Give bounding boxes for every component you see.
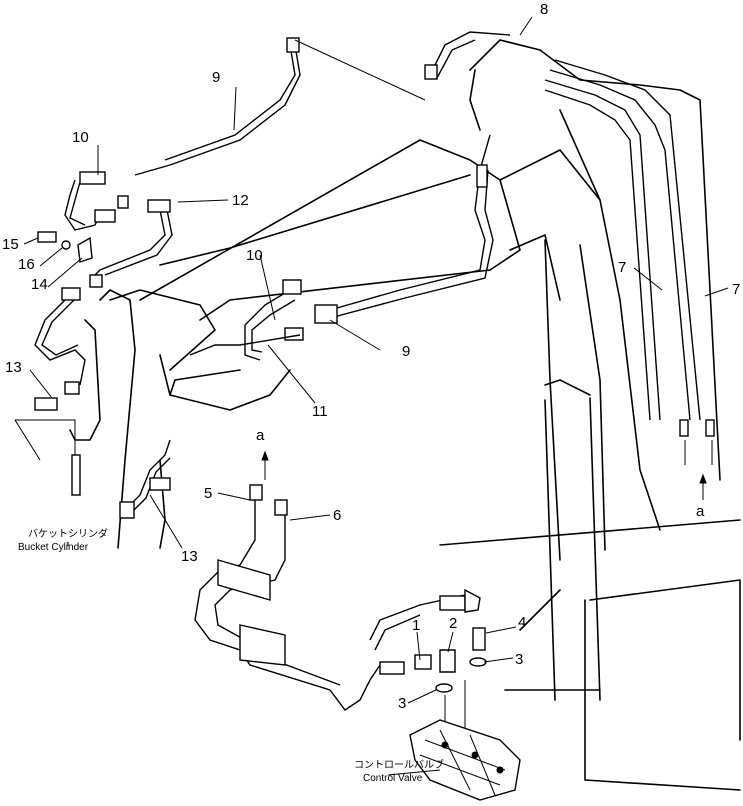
marker-a-top: a (256, 427, 265, 444)
captions: バケットシリンダ Bucket Cylinder コントロールバルブ Contr… (18, 527, 444, 784)
control-valve-caption-jp: コントロールバルブ (354, 758, 444, 771)
callout-3: 3 (398, 695, 406, 712)
machine-structure (69, 39, 741, 791)
callout-numbers: 1 2 3 3 4 5 6 7 7 8 9 9 10 10 11 12 13 1… (2, 1, 740, 712)
callout-13: 13 (181, 548, 198, 565)
bucket-cylinder-caption-en: Bucket Cylinder (18, 542, 89, 553)
callout-11: 11 (312, 403, 328, 420)
callout-10: 10 (246, 247, 263, 264)
callout-1: 1 (412, 617, 420, 634)
callout-7: 7 (732, 281, 740, 298)
callout-9: 9 (212, 69, 220, 86)
callout-9: 9 (402, 343, 410, 360)
valve-hose-run (194, 495, 466, 711)
callout-8: 8 (540, 1, 548, 18)
control-valve-caption-en: Control Valve (363, 773, 423, 784)
marker-a-right: a (696, 503, 705, 520)
callout-13: 13 (5, 359, 22, 376)
callout-10: 10 (72, 129, 89, 146)
bucket-cylinder-caption-jp: バケットシリンダ (28, 527, 108, 540)
flow-markers: a a (256, 427, 705, 520)
callout-5: 5 (204, 485, 212, 502)
callout-14: 14 (31, 276, 48, 293)
callout-7: 7 (618, 259, 626, 276)
pipe-12-and-fittings (37, 195, 173, 288)
callout-4: 4 (518, 614, 526, 631)
callout-3: 3 (515, 651, 523, 668)
valve-fittings (249, 484, 487, 730)
control-valve-body (409, 719, 521, 801)
upper-hoses (134, 31, 511, 324)
leader-lines (23, 16, 729, 776)
hoses-10-11 (64, 171, 304, 361)
callout-15: 15 (2, 236, 19, 253)
callout-12: 12 (232, 192, 249, 209)
callout-6: 6 (333, 507, 341, 524)
callout-2: 2 (449, 615, 457, 632)
callout-16: 16 (18, 256, 35, 273)
hoses-13 (14, 287, 171, 519)
pipes-7 (544, 59, 715, 465)
